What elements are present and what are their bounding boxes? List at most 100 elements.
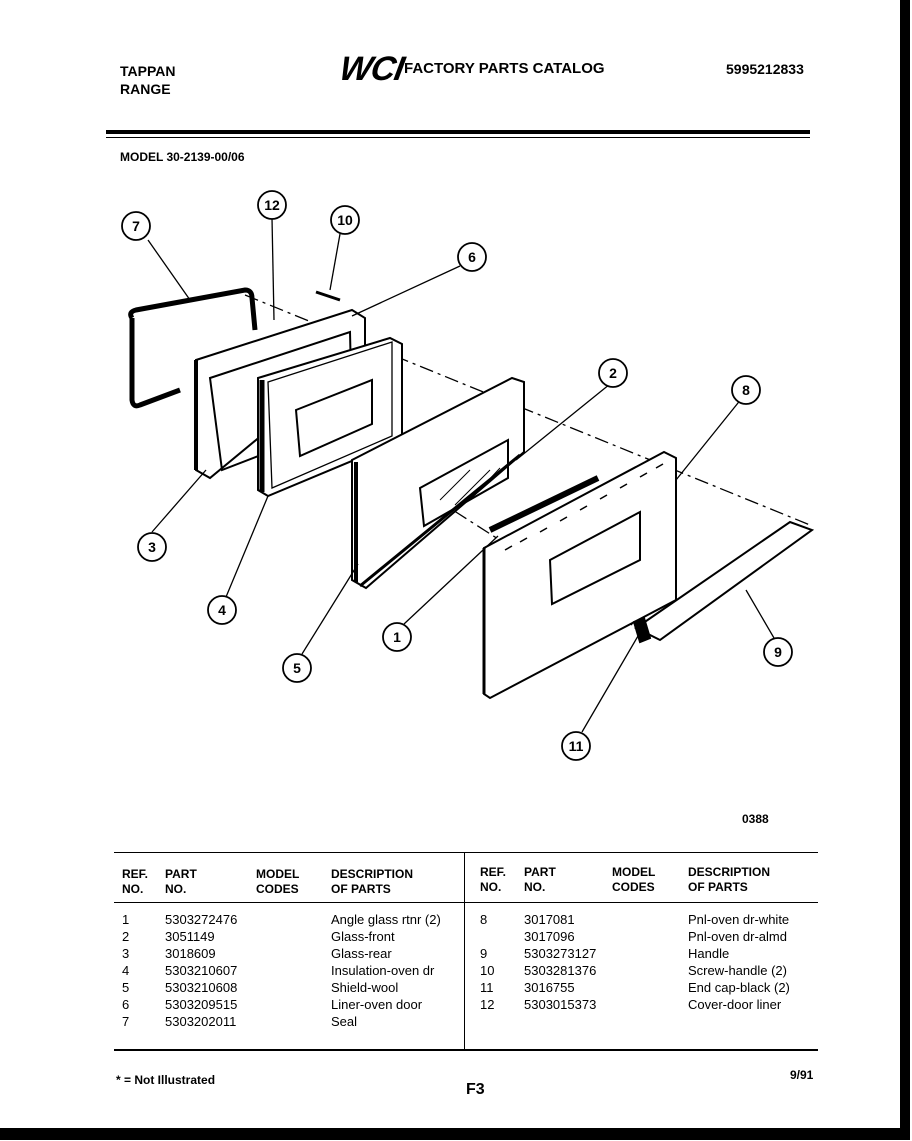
callout-8: 8 [742, 382, 750, 398]
callout-10: 10 [337, 212, 353, 228]
part-number-cell: 5303210607 [165, 963, 238, 978]
ref-cell [480, 929, 524, 946]
footnote: * = Not Illustrated [116, 1073, 216, 1087]
model-code-cell [612, 963, 688, 980]
shield-part [351, 376, 525, 590]
table-row: 2 3051149 Glass-front [122, 929, 471, 946]
table-row: 3017096 Pnl-oven dr-almd [480, 929, 808, 946]
table-row: 3 3018609 Glass-rear [122, 946, 471, 963]
table-row: 11 3016755 End cap-black (2) [480, 980, 808, 997]
header-rule-thin [106, 137, 810, 138]
door-window [548, 510, 641, 606]
ref-cell: 9 [480, 946, 488, 961]
ref-cell: 5 [122, 980, 130, 995]
ref-cell: 10 [480, 963, 495, 978]
model-code-cell [256, 980, 331, 997]
model-number: MODEL 30-2139-00/06 [120, 150, 245, 164]
part-number-cell: 5303210608 [165, 980, 238, 995]
ref-cell: 2 [122, 929, 130, 944]
table-row: 9 5303273127 Handle [480, 946, 808, 963]
callout-4: 4 [218, 602, 226, 618]
table-rule-header [114, 902, 818, 903]
part-number-cell: 3051149 [165, 929, 215, 944]
table-rule-top [114, 852, 818, 853]
model-code-cell [612, 929, 688, 946]
ref-cell: 11 [480, 980, 494, 995]
description-cell: Pnl-oven dr-white [688, 912, 790, 927]
description-cell: Cover-door liner [688, 997, 782, 1012]
ref-cell: 4 [122, 963, 130, 978]
model-code-cell [256, 912, 331, 929]
part-number-cell: 5303272476 [165, 912, 238, 927]
ref-cell: 8 [480, 912, 488, 927]
description-cell: Glass-front [331, 929, 395, 944]
description-cell: End cap-black (2) [688, 980, 790, 995]
glass-front [418, 438, 509, 528]
table-row: 10 5303281376 Screw-handle (2) [480, 963, 808, 980]
part-number-cell: 3017096 [524, 929, 575, 944]
part-number-cell: 3016755 [524, 980, 575, 995]
handle-part [634, 520, 815, 642]
callout-2: 2 [609, 365, 617, 381]
ref-cell: 6 [122, 997, 130, 1012]
ref-cell: 7 [122, 1014, 130, 1029]
part-number-cell: 3017081 [524, 912, 575, 927]
parts-table-right: 8 3017081 Pnl-oven dr-white 3017096 Pnl-oven… [480, 912, 808, 1014]
table-row: 4 5303210607 Insulation-oven dr [122, 963, 471, 980]
ref-cell: 3 [122, 946, 130, 961]
end-cap [632, 616, 652, 644]
brand-line-1: TAPPAN [120, 63, 176, 79]
description-cell: Glass-rear [331, 946, 392, 961]
callout-5: 5 [293, 660, 301, 676]
part-number-cell: 5303015373 [524, 997, 597, 1012]
model-code-cell [256, 929, 331, 946]
description-cell: Handle [688, 946, 730, 961]
model-code-cell [612, 946, 688, 963]
print-date: 9/91 [790, 1068, 814, 1082]
table-divider [464, 852, 465, 1050]
callout-1: 1 [393, 629, 401, 645]
angle-retainer [488, 475, 600, 533]
seal-part [128, 287, 258, 409]
description-cell: Screw-handle (2) [688, 963, 787, 978]
model-code-cell [612, 997, 688, 1014]
col-ref-header-right: REF.NO. [480, 865, 507, 894]
ref-cell: 12 [480, 997, 495, 1012]
model-code-cell [256, 946, 331, 963]
description-cell: Insulation-oven dr [331, 963, 435, 978]
table-row: 12 5303015373 Cover-door liner [480, 997, 808, 1014]
callout-3: 3 [148, 539, 156, 555]
callout-6: 6 [468, 249, 476, 265]
catalog-title: FACTORY PARTS CATALOG [404, 60, 605, 77]
part-number-cell: 5303281376 [524, 963, 597, 978]
table-rule-bottom [114, 1049, 818, 1051]
description-cell: Shield-wool [331, 980, 399, 995]
model-code-cell [256, 997, 331, 1014]
callout-9: 9 [774, 644, 782, 660]
part-number-cell: 5303209515 [165, 997, 238, 1012]
model-code-cell [256, 963, 331, 980]
header-rule-thick [106, 130, 810, 134]
part-number-cell: 5303273127 [524, 946, 597, 961]
insulation-window [294, 378, 373, 458]
part-number-cell: 3018609 [165, 946, 216, 961]
description-cell: Pnl-oven dr-almd [688, 929, 787, 944]
screw [315, 290, 341, 302]
col-ref-header: REF.NO. [122, 867, 149, 896]
table-row: 5 5303210608 Shield-wool [122, 980, 471, 997]
model-code-cell [612, 980, 688, 997]
callout-7: 7 [132, 218, 140, 234]
description-cell: Seal [331, 1014, 358, 1029]
brand-line-2: RANGE [120, 81, 171, 97]
page-number: F3 [466, 1081, 485, 1098]
